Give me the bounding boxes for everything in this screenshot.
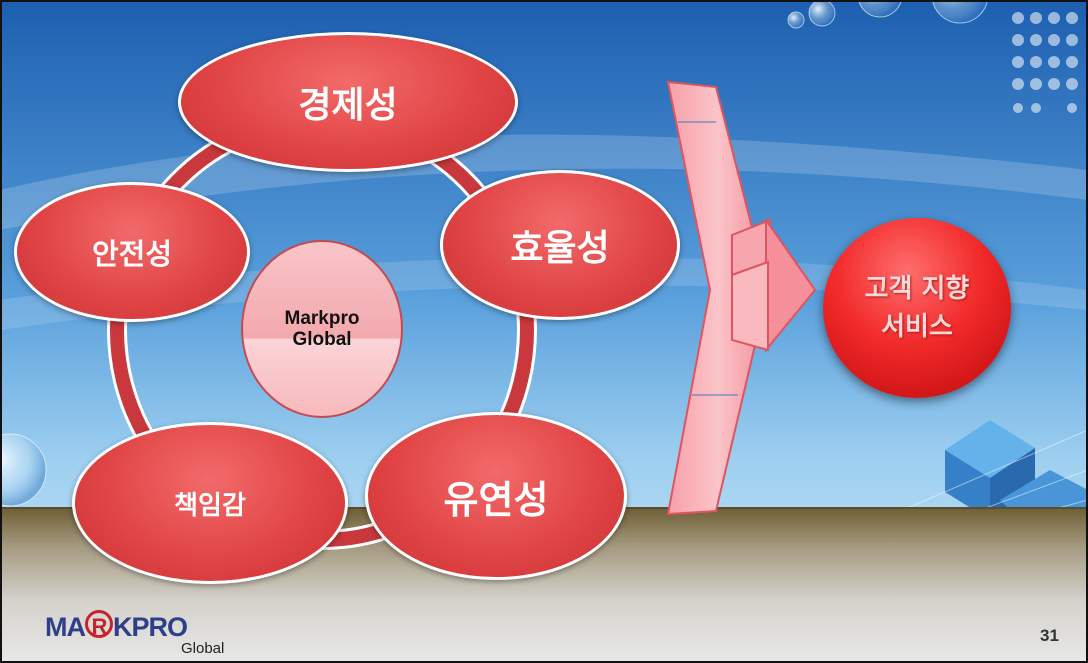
logo-right: KPRO: [113, 612, 188, 642]
value-safety: 안전성: [14, 182, 250, 322]
center-circle: Markpro Global: [241, 240, 403, 418]
value-responsibility: 책임감: [72, 422, 348, 584]
value-flexibility-label: 유연성: [443, 477, 549, 522]
goal-circle: 고객 지향 서비스: [823, 218, 1011, 398]
value-economy: 경제성: [178, 32, 518, 172]
logo-left: MA: [45, 612, 86, 642]
dot-pattern: [1012, 12, 1078, 113]
center-label-line1: Markpro: [284, 308, 360, 329]
center-label-line2: Global: [292, 329, 352, 350]
value-responsibility-label: 책임감: [174, 490, 246, 521]
value-economy-label: 경제성: [298, 85, 398, 126]
logo-r-letter: R: [91, 614, 108, 639]
value-safety-label: 안전성: [91, 237, 173, 271]
value-efficiency: 효율성: [440, 170, 680, 320]
goal-label-line2: 서비스: [881, 312, 953, 342]
value-efficiency-label: 효율성: [510, 228, 610, 269]
logo-subtitle: Global: [181, 640, 225, 657]
page-number: 31: [1040, 626, 1059, 645]
chevron-arrow-icon: [666, 80, 770, 516]
logo-r-mark: R: [85, 610, 113, 639]
value-flexibility: 유연성: [365, 412, 627, 580]
goal-label-line1: 고객 지향: [864, 274, 970, 304]
